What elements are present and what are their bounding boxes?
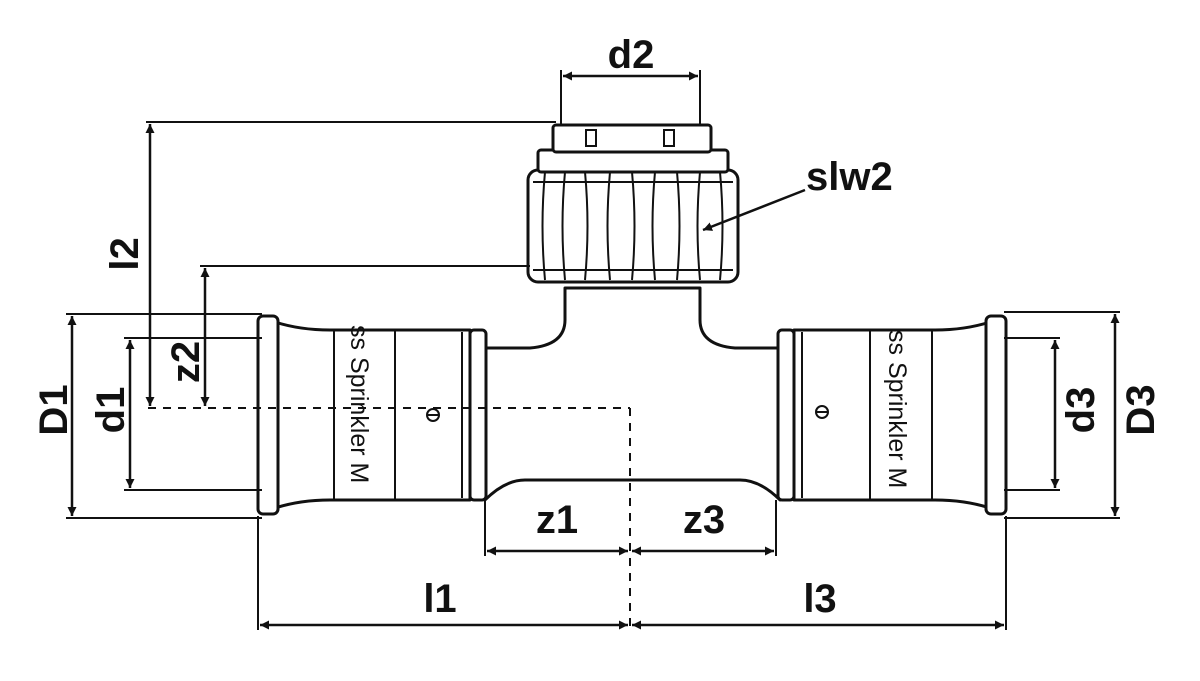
right-inner-collar	[776, 328, 796, 502]
left-inner-collar	[468, 328, 488, 502]
label-D1: D1	[32, 384, 76, 435]
label-d2: d2	[608, 33, 655, 77]
branch-grip-ring	[551, 123, 713, 154]
label-D3: D3	[1119, 384, 1163, 435]
tee-center-body	[483, 286, 782, 502]
label-d3: d3	[1059, 387, 1103, 434]
label-l1: l1	[423, 577, 456, 621]
dimension-lines	[67, 71, 1120, 630]
slw2-leader	[702, 188, 806, 232]
label-z2: z2	[164, 341, 208, 383]
left-press-sleeve	[273, 320, 472, 510]
left-fitting-marking: ss Sprinkler M	[345, 325, 373, 483]
nut-flutes	[533, 171, 733, 281]
right-fitting-marking: ss Sprinkler M	[883, 330, 911, 488]
extension-lines	[66, 70, 1120, 630]
dimension-labels: D1 d1 l2 z2 d2 slw2 z1 z3 l1 l3 d3 D3	[32, 33, 1163, 621]
label-l3: l3	[803, 577, 836, 621]
label-l2: l2	[103, 237, 147, 270]
label-d1: d1	[89, 387, 133, 434]
center-lines	[148, 407, 631, 628]
left-end-ring	[256, 314, 280, 516]
right-end-ring	[984, 314, 1008, 516]
label-slw2: slw2	[806, 155, 893, 199]
label-z3: z3	[683, 498, 725, 542]
tee-fitting-body	[256, 123, 1008, 516]
label-z1: z1	[536, 498, 578, 542]
